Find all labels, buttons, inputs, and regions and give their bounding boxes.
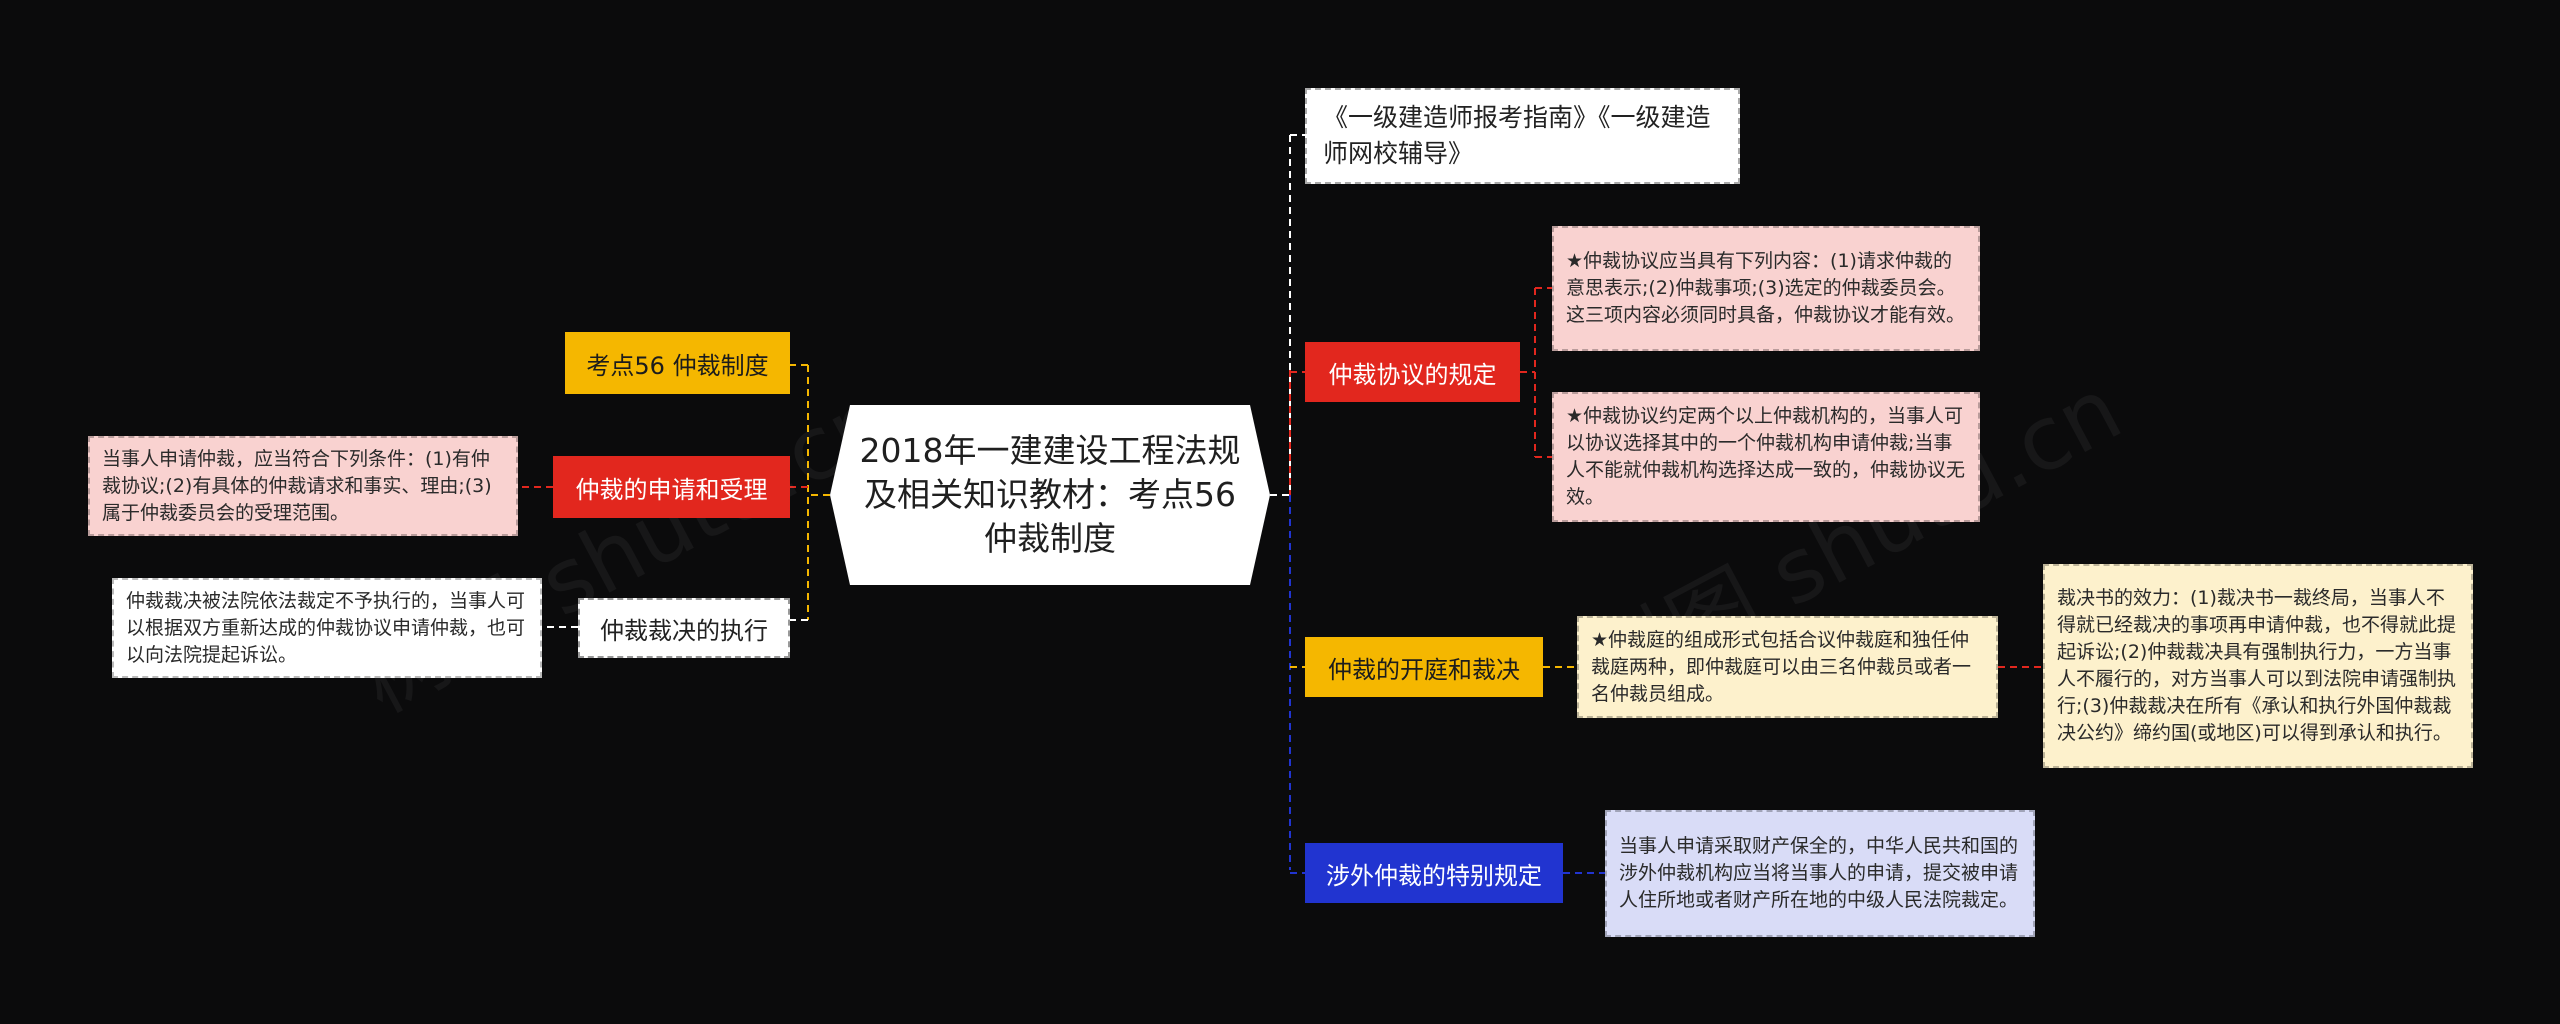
note-enforcement-refusal[interactable]: 仲裁裁决被法院依法裁定不予执行的，当事人可以根据双方重新达成的仲裁协议申请仲裁，… [112, 578, 542, 678]
topic-exam-point-56[interactable]: 考点56 仲裁制度 [565, 332, 790, 394]
central-topic[interactable]: 2018年一建建设工程法规及相关知识教材：考点56 仲裁制度 [830, 405, 1270, 585]
note-text: ★仲裁协议应当具有下列内容：(1)请求仲裁的意思表示;(2)仲裁事项;(3)选定… [1566, 250, 1966, 326]
topic-label: 仲裁的申请和受理 [575, 475, 768, 504]
note-application-conditions[interactable]: 当事人申请仲裁，应当符合下列条件：(1)有仲裁协议;(2)有具体的仲裁请求和事实… [88, 436, 518, 536]
topic-label: 考点56 仲裁制度 [586, 351, 769, 380]
guide-links-node[interactable]: 《一级建造师报考指南》《一级建造师网校辅导》 [1305, 88, 1740, 184]
topic-label: 仲裁裁决的执行 [600, 616, 768, 645]
note-text: 当事人申请采取财产保全的，中华人民共和国的涉外仲裁机构应当将当事人的申请，提交被… [1619, 835, 2019, 911]
note-agreement-multiple-institutions[interactable]: ★仲裁协议约定两个以上仲裁机构的，当事人可以协议选择其中的一个仲裁机构申请仲裁;… [1552, 392, 1980, 522]
note-text: 仲裁裁决被法院依法裁定不予执行的，当事人可以根据双方重新达成的仲裁协议申请仲裁，… [126, 589, 526, 666]
topic-label: 仲裁的开庭和裁决 [1328, 655, 1520, 684]
note-award-effect[interactable]: 裁决书的效力：(1)裁决书一裁终局，当事人不得就已经裁决的事项再申请仲裁，也不得… [2043, 564, 2473, 768]
note-text: ★仲裁协议约定两个以上仲裁机构的，当事人可以协议选择其中的一个仲裁机构申请仲裁;… [1566, 405, 1966, 508]
topic-arbitration-application[interactable]: 仲裁的申请和受理 [553, 456, 790, 518]
topic-hearing-and-award[interactable]: 仲裁的开庭和裁决 [1305, 637, 1543, 697]
topic-label: 涉外仲裁的特别规定 [1326, 861, 1542, 890]
note-text: 裁决书的效力：(1)裁决书一裁终局，当事人不得就已经裁决的事项再申请仲裁，也不得… [2057, 587, 2457, 744]
topic-arbitration-agreement[interactable]: 仲裁协议的规定 [1305, 342, 1520, 402]
note-text: ★仲裁庭的组成形式包括合议仲裁庭和独任仲裁庭两种，即仲裁庭可以由三名仲裁员或者一… [1591, 628, 1972, 705]
central-topic-label: 2018年一建建设工程法规及相关知识教材：考点56 仲裁制度 [859, 431, 1241, 558]
topic-foreign-arbitration[interactable]: 涉外仲裁的特别规定 [1305, 843, 1563, 903]
note-agreement-contents[interactable]: ★仲裁协议应当具有下列内容：(1)请求仲裁的意思表示;(2)仲裁事项;(3)选定… [1552, 226, 1980, 351]
topic-label: 仲裁协议的规定 [1328, 360, 1497, 389]
note-text: 当事人申请仲裁，应当符合下列条件：(1)有仲裁协议;(2)有具体的仲裁请求和事实… [102, 447, 492, 524]
topic-award-enforcement[interactable]: 仲裁裁决的执行 [578, 598, 790, 658]
note-tribunal-composition[interactable]: ★仲裁庭的组成形式包括合议仲裁庭和独任仲裁庭两种，即仲裁庭可以由三名仲裁员或者一… [1577, 616, 1998, 718]
note-property-preservation[interactable]: 当事人申请采取财产保全的，中华人民共和国的涉外仲裁机构应当将当事人的申请，提交被… [1605, 810, 2035, 937]
guide-text: 《一级建造师报考指南》《一级建造师网校辅导》 [1323, 103, 1711, 168]
